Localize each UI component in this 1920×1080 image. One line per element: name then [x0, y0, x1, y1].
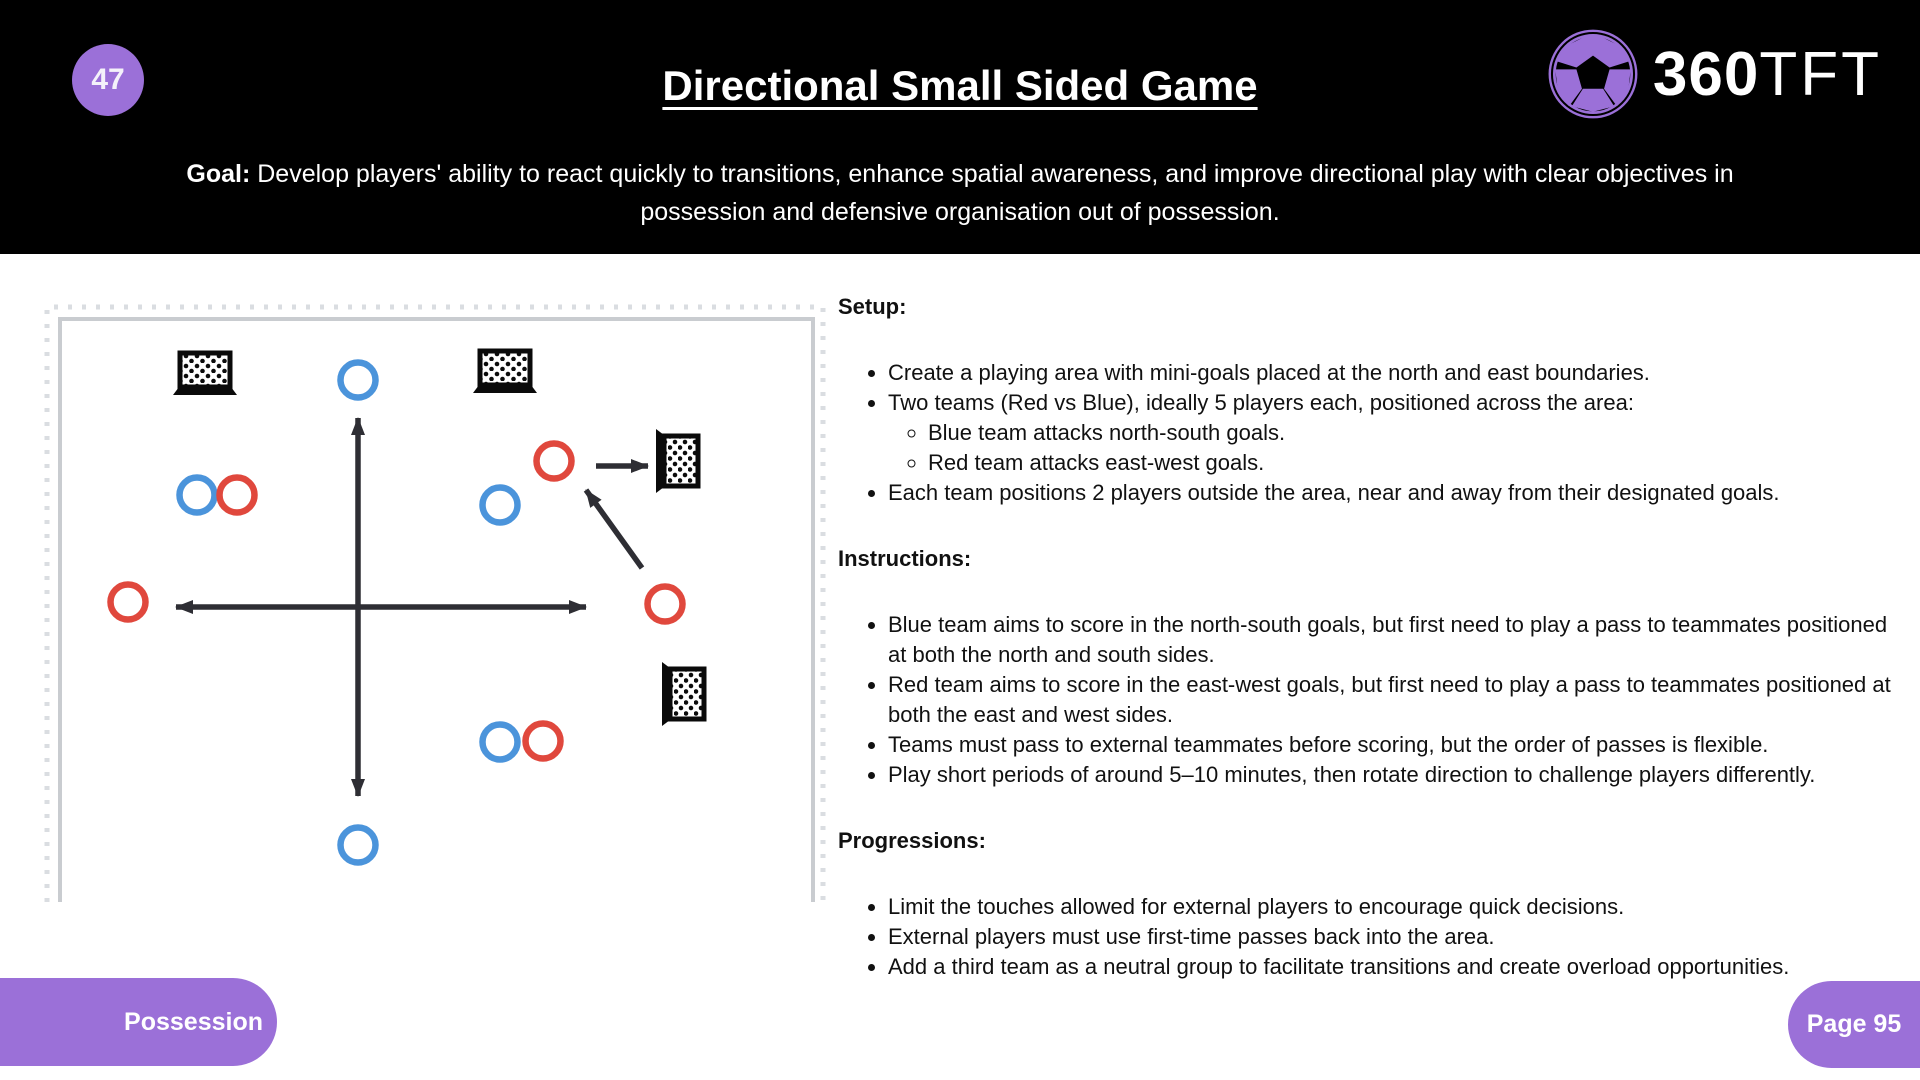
mini-goal-icon — [662, 662, 707, 726]
mini-goal-icon — [473, 348, 537, 393]
sub-bullet-list: Blue team attacks north-south goals.Red … — [888, 418, 1898, 478]
list-item: Red team aims to score in the east-west … — [888, 670, 1898, 730]
pitch-diagram — [44, 302, 826, 902]
bullet-list: Limit the touches allowed for external p… — [838, 892, 1898, 982]
pitch-inner-border — [58, 317, 815, 902]
list-item: External players must use first-time pas… — [888, 922, 1898, 952]
section-setup: Setup: Create a playing area with mini-g… — [838, 294, 1898, 508]
list-item: Create a playing area with mini-goals pl… — [888, 358, 1898, 388]
page-number-tag: Page 95 — [1788, 981, 1920, 1068]
drill-number: 47 — [91, 63, 125, 96]
drill-description: Setup: Create a playing area with mini-g… — [838, 294, 1898, 982]
setup-heading: Setup: — [838, 294, 907, 319]
sub-list-item: Blue team attacks north-south goals. — [928, 418, 1898, 448]
player-marker-blue — [337, 359, 379, 401]
setup-list: Create a playing area with mini-goals pl… — [838, 358, 1898, 508]
list-item: Blue team aims to score in the north-sou… — [888, 610, 1898, 670]
list-item: Teams must pass to external teammates be… — [888, 730, 1898, 760]
bullet-list: Create a playing area with mini-goals pl… — [838, 358, 1898, 508]
goal-text: Develop players' ability to react quickl… — [257, 160, 1734, 226]
player-marker-red — [533, 440, 575, 482]
player-marker-blue — [479, 721, 521, 763]
player-marker-red — [644, 583, 686, 625]
brand-name-light: TFT — [1759, 39, 1882, 109]
player-marker-blue — [176, 474, 218, 516]
list-item: Two teams (Red vs Blue), ideally 5 playe… — [888, 388, 1898, 478]
brand-logo: 360TFT — [1547, 28, 1882, 120]
mini-goal-icon — [173, 350, 237, 395]
section-progressions: Progressions: Limit the touches allowed … — [838, 828, 1898, 982]
instructions-heading: Instructions: — [838, 546, 972, 571]
category-tag: Possession — [0, 978, 277, 1066]
section-instructions: Instructions: Blue team aims to score in… — [838, 546, 1898, 790]
player-marker-red — [522, 720, 564, 762]
direction-arrow — [583, 488, 645, 570]
brand-name-bold: 360 — [1652, 39, 1760, 109]
soccer-ball-icon — [1548, 29, 1638, 119]
player-marker-blue — [337, 824, 379, 866]
list-item: Limit the touches allowed for external p… — [888, 892, 1898, 922]
goal-statement: Goal: Develop players' ability to react … — [130, 155, 1790, 231]
sub-list-item: Red team attacks east-west goals. — [928, 448, 1898, 478]
brand-name: 360TFT — [1653, 39, 1882, 110]
bullet-list: Blue team aims to score in the north-sou… — [838, 610, 1898, 790]
player-marker-red — [107, 581, 149, 623]
progressions-heading: Progressions: — [838, 828, 986, 853]
instructions-list: Blue team aims to score in the north-sou… — [838, 610, 1898, 790]
player-marker-blue — [479, 484, 521, 526]
pitch-outer-dotted-border — [44, 304, 826, 902]
progressions-list: Limit the touches allowed for external p… — [838, 892, 1898, 982]
drill-number-badge: 47 — [72, 44, 144, 116]
mini-goal-icon — [656, 429, 701, 493]
page-title: Directional Small Sided Game — [662, 62, 1258, 109]
list-item: Each team positions 2 players outside th… — [888, 478, 1898, 508]
list-item: Play short periods of around 5–10 minute… — [888, 760, 1898, 790]
player-marker-red — [216, 474, 258, 516]
goal-label: Goal: — [186, 160, 251, 188]
header-bar: 47 Directional Small Sided Game Goal: De… — [0, 0, 1920, 254]
list-item: Add a third team as a neutral group to f… — [888, 952, 1898, 982]
